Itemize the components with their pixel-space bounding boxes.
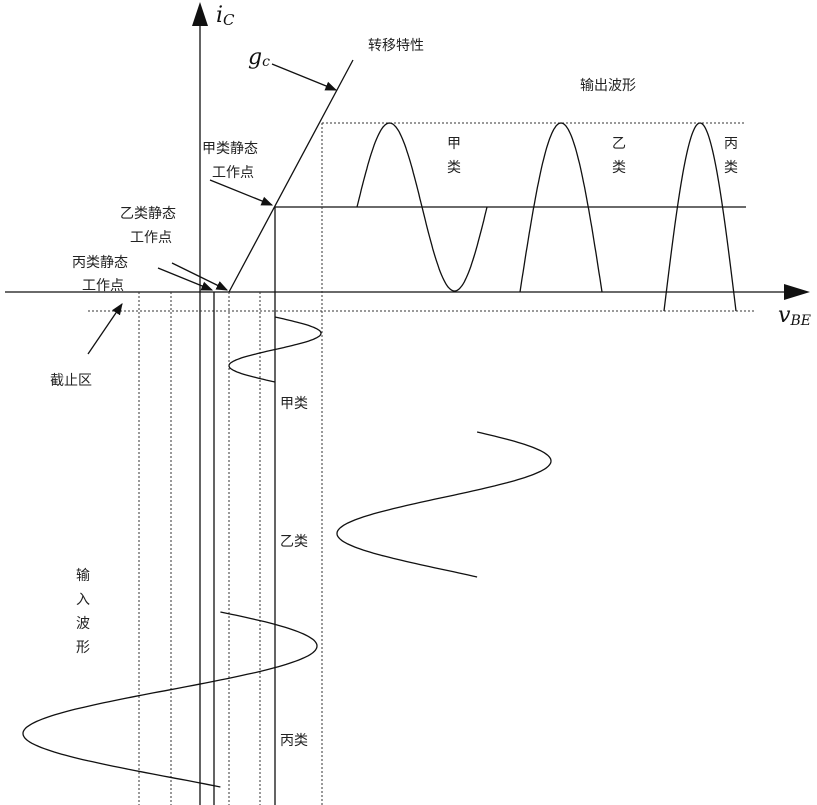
x-axis-arrow-icon <box>784 284 810 300</box>
transfer-characteristic-line <box>228 59 354 293</box>
output-class-a-label-1: 甲 <box>447 136 461 152</box>
cutoff-region-label: 截止区 <box>50 373 92 389</box>
input-wave-class-a <box>228 316 322 383</box>
output-waveform-title: 输出波形 <box>580 78 636 94</box>
y-axis-label: iC <box>216 3 235 29</box>
class-b-q-label-1: 乙类静态 <box>120 206 176 222</box>
class-c-q-arrow <box>157 267 214 291</box>
output-class-a-label-2: 类 <box>447 160 461 176</box>
cutoff-arrow <box>87 303 123 355</box>
input-waveform-title-2: 入 <box>76 592 90 608</box>
gc-arrow <box>271 63 338 91</box>
x-axis-label: vBE <box>778 303 811 329</box>
input-waveform-title-3: 波 <box>76 616 90 632</box>
output-class-c-label-2: 类 <box>724 160 738 176</box>
transfer-characteristic-label: 转移特性 <box>368 38 424 54</box>
output-class-b-label-2: 类 <box>612 160 626 176</box>
input-waveform-title-1: 输 <box>76 568 90 584</box>
output-wave-class-a <box>356 122 488 292</box>
output-class-b-label-1: 乙 <box>612 136 626 152</box>
class-a-q-label-1: 甲类静态 <box>202 141 258 157</box>
output-wave-class-b <box>519 122 603 293</box>
class-c-q-label-1: 丙类静态 <box>72 255 128 271</box>
class-a-q-arrow <box>209 179 274 206</box>
class-b-q-label-2: 工作点 <box>130 230 172 246</box>
input-wave-class-c <box>22 611 318 788</box>
class-b-q-arrow <box>171 262 229 291</box>
class-a-q-label-2: 工作点 <box>212 165 254 181</box>
input-class-a-label: 甲类 <box>280 396 308 412</box>
y-axis-arrow-icon <box>192 2 208 26</box>
class-c-q-label-2: 工作点 <box>82 278 124 294</box>
input-wave-class-b <box>336 431 552 578</box>
gc-label: gc <box>248 45 270 70</box>
input-class-c-label: 丙类 <box>280 733 308 749</box>
input-class-b-label: 乙类 <box>280 534 308 550</box>
input-waveform-title-4: 形 <box>76 640 90 656</box>
output-class-c-label-1: 丙 <box>724 136 738 152</box>
output-wave-class-c <box>663 122 737 312</box>
